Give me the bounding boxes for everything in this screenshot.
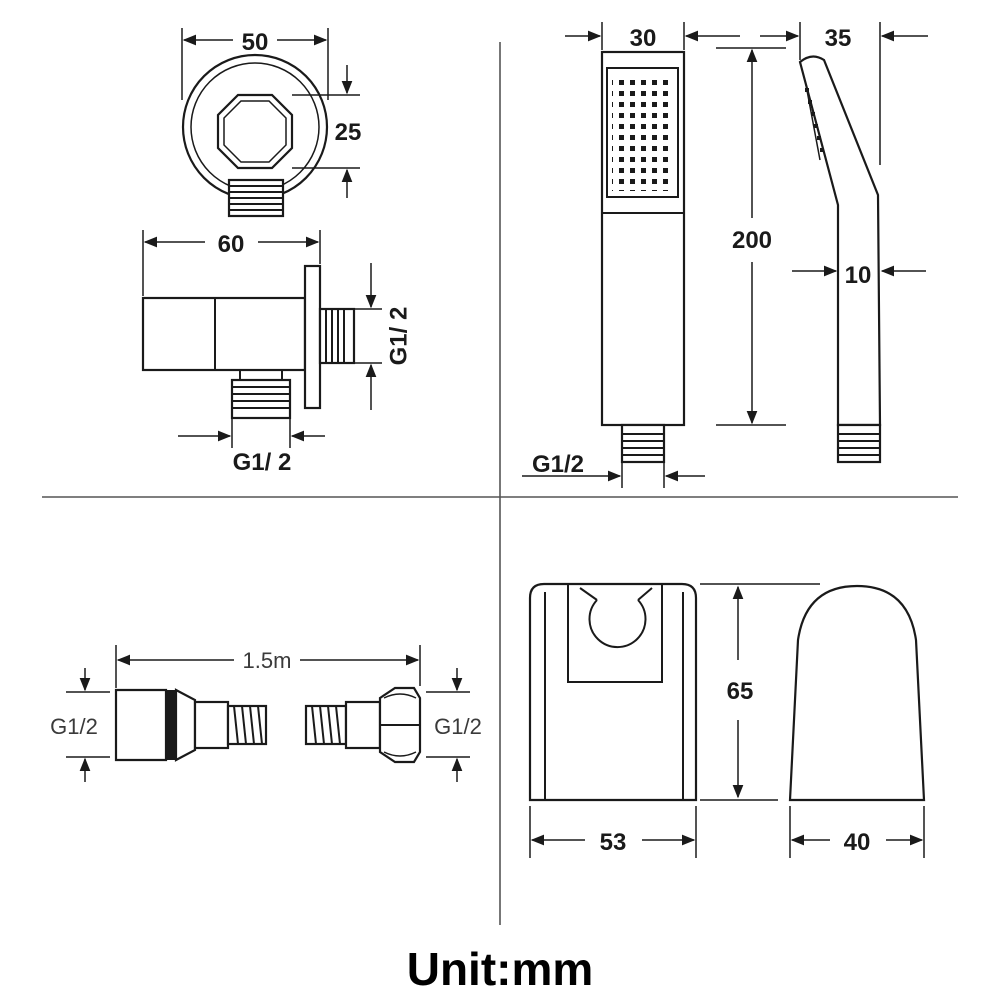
hand-shower-front-view <box>600 50 686 464</box>
dim-outlet-height: 25 <box>292 65 361 198</box>
hose-right-connector <box>304 686 422 764</box>
holder-side-view <box>788 584 926 802</box>
dim-hose-thread-right: G1/2 <box>426 668 482 782</box>
holder-front-view <box>528 582 698 802</box>
dim-shower-neck: 10 <box>792 262 926 289</box>
dim-shower-side-width: 35 <box>760 22 928 165</box>
dim-hose-thread-left: G1/2 <box>50 668 110 782</box>
dim-outlet-length-label: 60 <box>218 231 245 258</box>
dim-outlet-thread-side-label: G1/ 2 <box>385 307 412 366</box>
unit-label: Unit:mm <box>407 943 594 995</box>
dim-shower-width: 30 <box>565 22 740 52</box>
dim-hose-thread-right-label: G1/2 <box>434 714 482 739</box>
dim-holder-width-label: 53 <box>600 829 627 856</box>
quadrant-separators <box>42 42 958 925</box>
dim-shower-width-label: 30 <box>630 25 657 52</box>
dim-hose-length: 1.5m <box>115 645 421 688</box>
hose-left-connector <box>114 688 268 762</box>
dim-holder-depth: 40 <box>789 806 925 858</box>
dim-outlet-width: 50 <box>181 28 329 100</box>
dim-shower-length: 200 <box>716 47 786 426</box>
dim-shower-thread: G1/2 <box>522 451 705 488</box>
dim-outlet-height-label: 25 <box>335 119 362 146</box>
dim-outlet-thread-bottom: G1/ 2 <box>178 418 325 476</box>
dim-holder-height-label: 65 <box>727 678 754 705</box>
dim-outlet-thread-bottom-label: G1/ 2 <box>233 449 292 476</box>
dim-hose-length-label: 1.5m <box>243 648 292 673</box>
dim-shower-neck-label: 10 <box>845 262 872 289</box>
dim-shower-side-width-label: 35 <box>825 25 852 52</box>
dim-holder-depth-label: 40 <box>844 829 871 856</box>
dim-outlet-length: 60 <box>142 230 321 296</box>
dim-hose-thread-left-label: G1/2 <box>50 714 98 739</box>
dim-outlet-width-label: 50 <box>242 29 269 56</box>
wall-outlet-side-view <box>141 264 356 420</box>
dim-holder-height: 65 <box>700 583 820 801</box>
dim-holder-width: 53 <box>529 806 697 858</box>
hand-shower-side-view <box>798 55 882 464</box>
dim-shower-thread-label: G1/2 <box>532 451 584 478</box>
dim-outlet-thread-side: G1/ 2 <box>354 263 412 410</box>
wall-outlet-front-view <box>181 53 329 218</box>
dim-shower-length-label: 200 <box>732 227 772 254</box>
